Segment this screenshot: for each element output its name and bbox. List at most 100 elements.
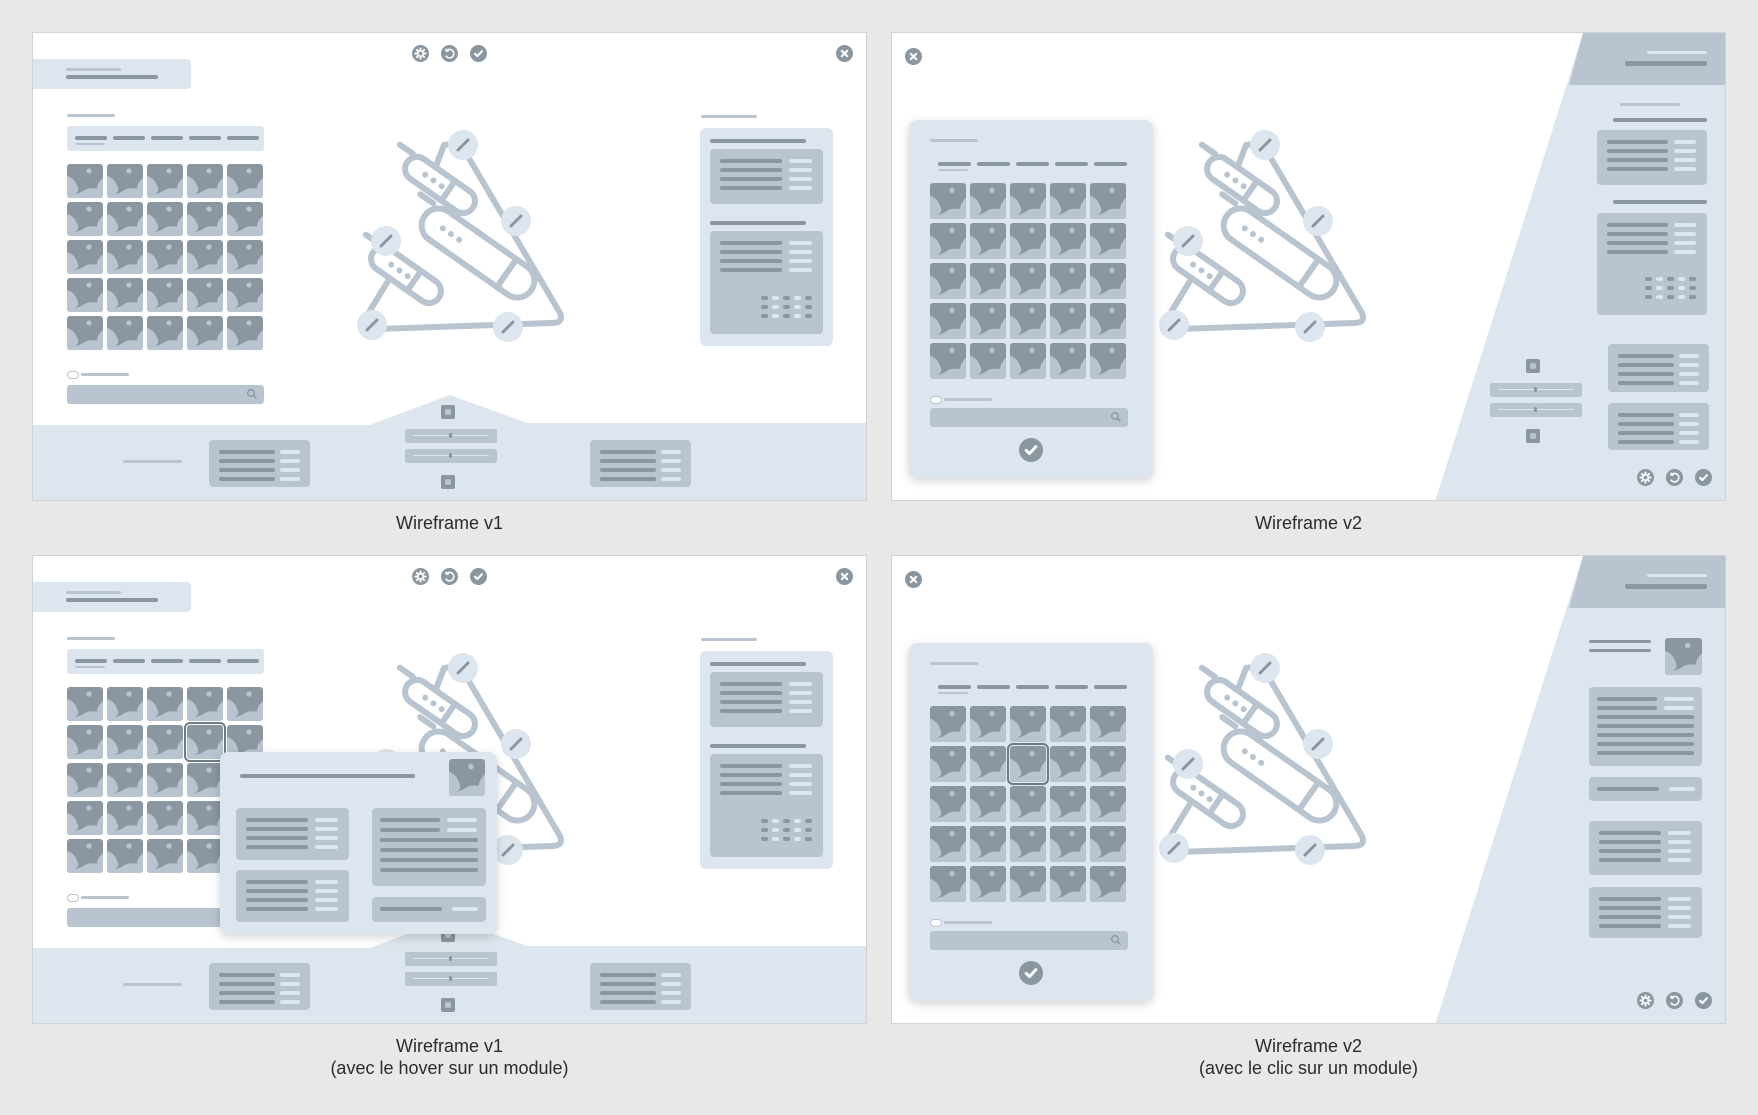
module-thumbnail[interactable] xyxy=(67,316,103,350)
module-thumbnail[interactable] xyxy=(930,746,966,782)
module-thumbnail[interactable] xyxy=(147,164,183,198)
category-tab[interactable] xyxy=(1094,685,1127,689)
module-thumbnail[interactable] xyxy=(187,278,223,312)
undo-button[interactable] xyxy=(1666,992,1683,1009)
slider[interactable] xyxy=(405,429,497,443)
module-thumbnail[interactable] xyxy=(227,164,263,198)
check-button[interactable] xyxy=(1019,961,1043,985)
module-thumbnail[interactable] xyxy=(107,164,143,198)
gear-button[interactable] xyxy=(1637,469,1654,486)
close-button[interactable] xyxy=(905,48,922,65)
toggle-switch[interactable] xyxy=(930,396,942,404)
module-thumbnail[interactable] xyxy=(930,786,966,822)
module-thumbnail[interactable] xyxy=(187,687,223,721)
module-thumbnail[interactable] xyxy=(67,839,103,873)
module-thumbnail[interactable] xyxy=(107,202,143,236)
module-thumbnail[interactable] xyxy=(67,278,103,312)
category-tab[interactable] xyxy=(75,659,107,663)
check-button[interactable] xyxy=(1695,469,1712,486)
module-thumbnail[interactable] xyxy=(1090,706,1126,742)
category-tab[interactable] xyxy=(1016,162,1049,166)
module-thumbnail[interactable] xyxy=(1050,786,1086,822)
module-thumbnail[interactable] xyxy=(970,746,1006,782)
category-tab[interactable] xyxy=(113,659,145,663)
module-thumbnail[interactable] xyxy=(147,202,183,236)
module-thumbnail[interactable] xyxy=(187,240,223,274)
module-thumbnail[interactable] xyxy=(227,687,263,721)
search-input[interactable] xyxy=(67,385,264,404)
module-thumbnail[interactable] xyxy=(107,801,143,835)
module-thumbnail[interactable] xyxy=(1010,303,1046,339)
module-thumbnail[interactable] xyxy=(1050,303,1086,339)
module-thumbnail[interactable] xyxy=(930,343,966,379)
module-thumbnail[interactable] xyxy=(107,725,143,759)
module-thumbnail[interactable] xyxy=(187,801,223,835)
module-thumbnail[interactable] xyxy=(147,278,183,312)
module-thumbnail[interactable] xyxy=(930,706,966,742)
module-thumbnail[interactable] xyxy=(107,839,143,873)
module-thumbnail[interactable] xyxy=(970,183,1006,219)
check-button[interactable] xyxy=(1695,992,1712,1009)
zoom-in-button[interactable] xyxy=(441,405,455,419)
module-thumbnail[interactable] xyxy=(1050,866,1086,902)
module-thumbnail[interactable] xyxy=(1010,183,1046,219)
slider[interactable] xyxy=(1490,403,1582,417)
module-thumbnail[interactable] xyxy=(1010,343,1046,379)
category-tab[interactable] xyxy=(227,659,259,663)
module-thumbnail[interactable] xyxy=(1050,746,1086,782)
undo-button[interactable] xyxy=(1666,469,1683,486)
module-thumbnail[interactable] xyxy=(1050,343,1086,379)
category-tab[interactable] xyxy=(189,136,221,140)
category-tab[interactable] xyxy=(938,685,971,689)
module-thumbnail[interactable] xyxy=(1090,263,1126,299)
module-thumbnail[interactable] xyxy=(147,801,183,835)
module-thumbnail[interactable] xyxy=(67,725,103,759)
module-thumbnail[interactable] xyxy=(227,202,263,236)
module-thumbnail[interactable] xyxy=(107,278,143,312)
module-thumbnail[interactable] xyxy=(1050,706,1086,742)
module-thumbnail[interactable] xyxy=(147,316,183,350)
module-thumbnail-selected[interactable] xyxy=(184,722,226,762)
zoom-out-button[interactable] xyxy=(1526,429,1540,443)
module-thumbnail[interactable] xyxy=(67,240,103,274)
module-thumbnail[interactable] xyxy=(227,316,263,350)
module-thumbnail[interactable] xyxy=(227,278,263,312)
module-thumbnail[interactable] xyxy=(970,866,1006,902)
module-thumbnail[interactable] xyxy=(1050,263,1086,299)
module-thumbnail[interactable] xyxy=(187,763,223,797)
module-thumbnail[interactable] xyxy=(67,687,103,721)
category-tab[interactable] xyxy=(977,685,1010,689)
module-thumbnail[interactable] xyxy=(1090,303,1126,339)
category-tab[interactable] xyxy=(1055,162,1088,166)
search-input[interactable] xyxy=(930,931,1128,950)
module-thumbnail[interactable] xyxy=(107,763,143,797)
module-thumbnail[interactable] xyxy=(970,786,1006,822)
close-button[interactable] xyxy=(836,45,853,62)
zoom-out-button[interactable] xyxy=(441,998,455,1012)
module-thumbnail[interactable] xyxy=(187,202,223,236)
zoom-out-button[interactable] xyxy=(441,475,455,489)
zoom-in-button[interactable] xyxy=(1526,359,1540,373)
module-thumbnail[interactable] xyxy=(1050,223,1086,259)
slider[interactable] xyxy=(1490,383,1582,397)
module-thumbnail[interactable] xyxy=(930,866,966,902)
category-tab[interactable] xyxy=(151,659,183,663)
module-thumbnail[interactable] xyxy=(147,763,183,797)
module-thumbnail[interactable] xyxy=(1090,746,1126,782)
close-button[interactable] xyxy=(905,571,922,588)
module-thumbnail[interactable] xyxy=(107,687,143,721)
module-thumbnail[interactable] xyxy=(1090,343,1126,379)
category-tab[interactable] xyxy=(977,162,1010,166)
module-thumbnail[interactable] xyxy=(970,303,1006,339)
module-thumbnail[interactable] xyxy=(187,164,223,198)
module-thumbnail[interactable] xyxy=(970,706,1006,742)
module-thumbnail[interactable] xyxy=(1090,826,1126,862)
module-thumbnail[interactable] xyxy=(1090,786,1126,822)
module-thumbnail[interactable] xyxy=(67,202,103,236)
module-thumbnail[interactable] xyxy=(970,223,1006,259)
category-tab[interactable] xyxy=(189,659,221,663)
module-thumbnail[interactable] xyxy=(930,826,966,862)
module-thumbnail[interactable] xyxy=(147,725,183,759)
category-tab[interactable] xyxy=(1055,685,1088,689)
module-thumbnail[interactable] xyxy=(970,826,1006,862)
